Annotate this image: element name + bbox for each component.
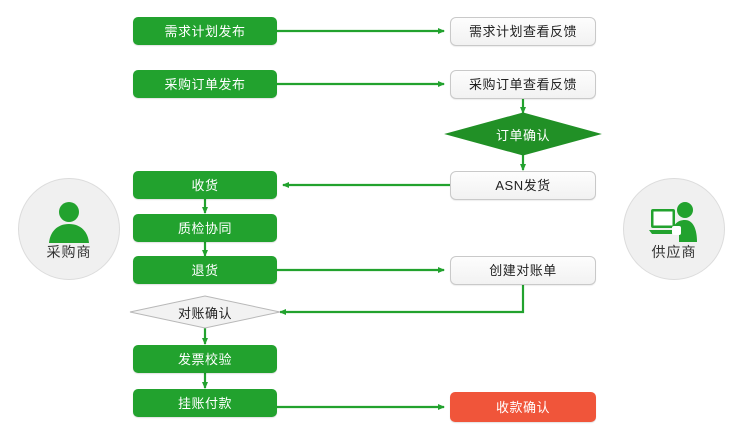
node-statement-confirm[interactable]: 对账确认 bbox=[177, 305, 232, 321]
order-confirm-diamond-shape bbox=[444, 112, 602, 156]
role-buyer-label: 采购商 bbox=[46, 243, 92, 260]
person-icon bbox=[49, 201, 89, 243]
node-receipt-confirm[interactable]: 收款确认 bbox=[450, 392, 596, 422]
node-receive-goods[interactable]: 收货 bbox=[133, 171, 277, 199]
node-po-publish[interactable]: 采购订单发布 bbox=[133, 70, 277, 98]
node-invoice-check[interactable]: 发票校验 bbox=[133, 345, 277, 373]
node-asn-ship[interactable]: ASN发货 bbox=[450, 171, 596, 200]
node-payment-posting[interactable]: 挂账付款 bbox=[133, 389, 277, 417]
person-at-computer-icon bbox=[649, 201, 697, 242]
node-demand-plan-publish[interactable]: 需求计划发布 bbox=[133, 17, 277, 45]
role-supplier-label: 供应商 bbox=[651, 243, 697, 260]
node-quality-collab[interactable]: 质检协同 bbox=[133, 214, 277, 242]
node-po-feedback[interactable]: 采购订单查看反馈 bbox=[450, 70, 596, 99]
edge-create-statement-to-statement-confirm bbox=[279, 285, 525, 315]
role-buyer[interactable]: 采购商 bbox=[18, 178, 120, 280]
node-create-statement[interactable]: 创建对账单 bbox=[450, 256, 596, 285]
node-return-goods[interactable]: 退货 bbox=[133, 256, 277, 284]
node-demand-plan-feedback[interactable]: 需求计划查看反馈 bbox=[450, 17, 596, 46]
node-order-confirm[interactable]: 订单确认 bbox=[495, 127, 550, 143]
role-supplier[interactable]: 供应商 bbox=[623, 178, 725, 280]
statement-confirm-diamond-shape bbox=[129, 295, 281, 329]
